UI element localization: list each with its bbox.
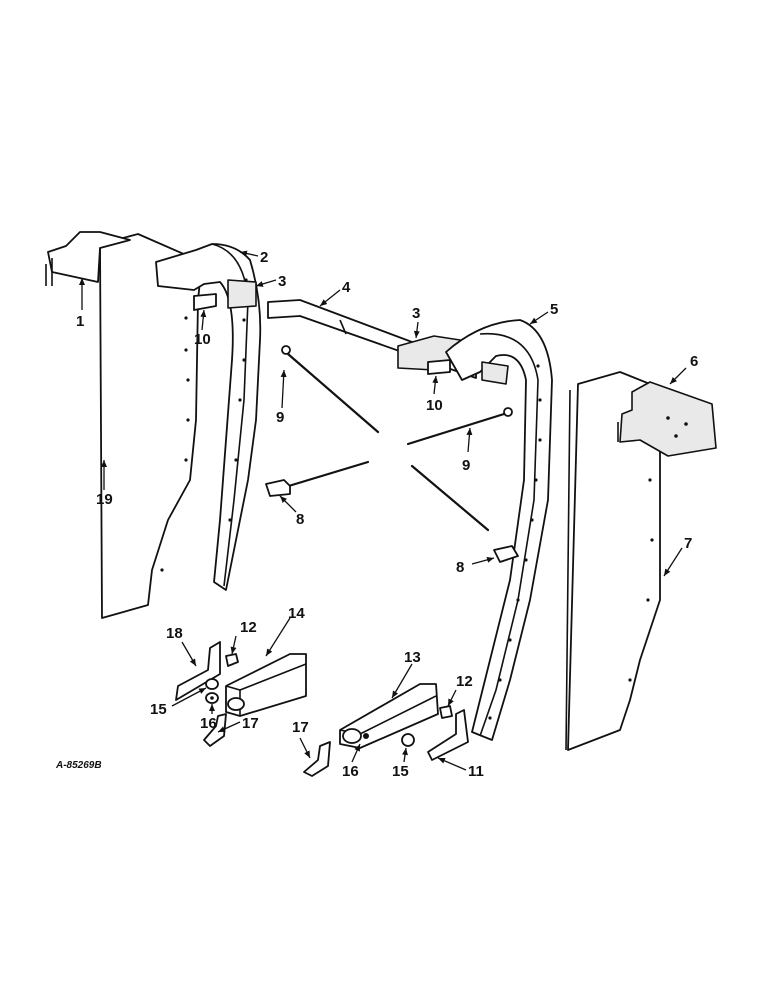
callout-15-right: 15	[392, 763, 409, 780]
right-top-bracket	[617, 381, 717, 457]
callout-19: 19	[96, 491, 113, 508]
callout-labels: 1 2 3 3 4 5 6 7 8 8 9 9 10 10 11 12 12 1…	[55, 249, 698, 780]
left-side-panel	[99, 233, 203, 619]
callout-8-left: 8	[296, 511, 304, 528]
right-rod-bracket	[493, 545, 519, 563]
callout-3-left: 3	[278, 273, 286, 290]
callout-11: 11	[468, 763, 484, 780]
callout-2: 2	[260, 249, 268, 266]
left-bushing-upper	[225, 653, 239, 667]
callout-13: 13	[404, 649, 421, 666]
callout-7: 7	[684, 535, 692, 552]
right-pin	[427, 359, 451, 375]
left-hinge-block	[225, 653, 307, 717]
callout-5: 5	[550, 301, 558, 318]
callout-1: 1	[76, 313, 84, 330]
callout-4: 4	[342, 279, 351, 296]
callout-3-right: 3	[412, 305, 420, 322]
callout-18: 18	[166, 625, 183, 642]
callout-16-right: 16	[342, 763, 359, 780]
right-lower-bracket	[303, 741, 331, 777]
callout-9-right: 9	[462, 457, 470, 474]
left-lower-bracket	[203, 713, 227, 747]
left-top-bracket	[45, 231, 131, 286]
callout-12-left: 12	[240, 619, 257, 636]
callout-6: 6	[690, 353, 698, 370]
left-rod-bracket	[265, 479, 291, 497]
callout-8-right: 8	[456, 559, 464, 576]
right-bushing-upper	[439, 705, 453, 719]
callout-17-left: 17	[242, 715, 259, 732]
callout-10-right: 10	[426, 397, 443, 414]
callout-17-right: 17	[292, 719, 309, 736]
right-channel-frame	[445, 319, 553, 741]
callout-15-left: 15	[150, 701, 167, 718]
callout-14: 14	[288, 605, 305, 622]
right-bushing-lower	[401, 733, 415, 747]
left-bushing-lower	[205, 678, 219, 690]
right-side-panel	[565, 371, 661, 751]
tension-rods	[280, 345, 513, 532]
leader-lines	[79, 250, 687, 771]
callout-12-right: 12	[456, 673, 473, 690]
callout-10-left: 10	[194, 331, 211, 348]
callout-9-left: 9	[276, 409, 284, 426]
left-strap-plate	[227, 279, 257, 309]
left-washer	[205, 692, 219, 704]
callout-16-left: 16	[200, 715, 217, 732]
left-hinge-leaf	[175, 641, 221, 701]
right-hinge-leaf	[427, 709, 469, 761]
left-pin	[193, 293, 217, 311]
drawing-code: A-85269B	[55, 760, 102, 771]
right-hinge-block	[339, 683, 439, 749]
